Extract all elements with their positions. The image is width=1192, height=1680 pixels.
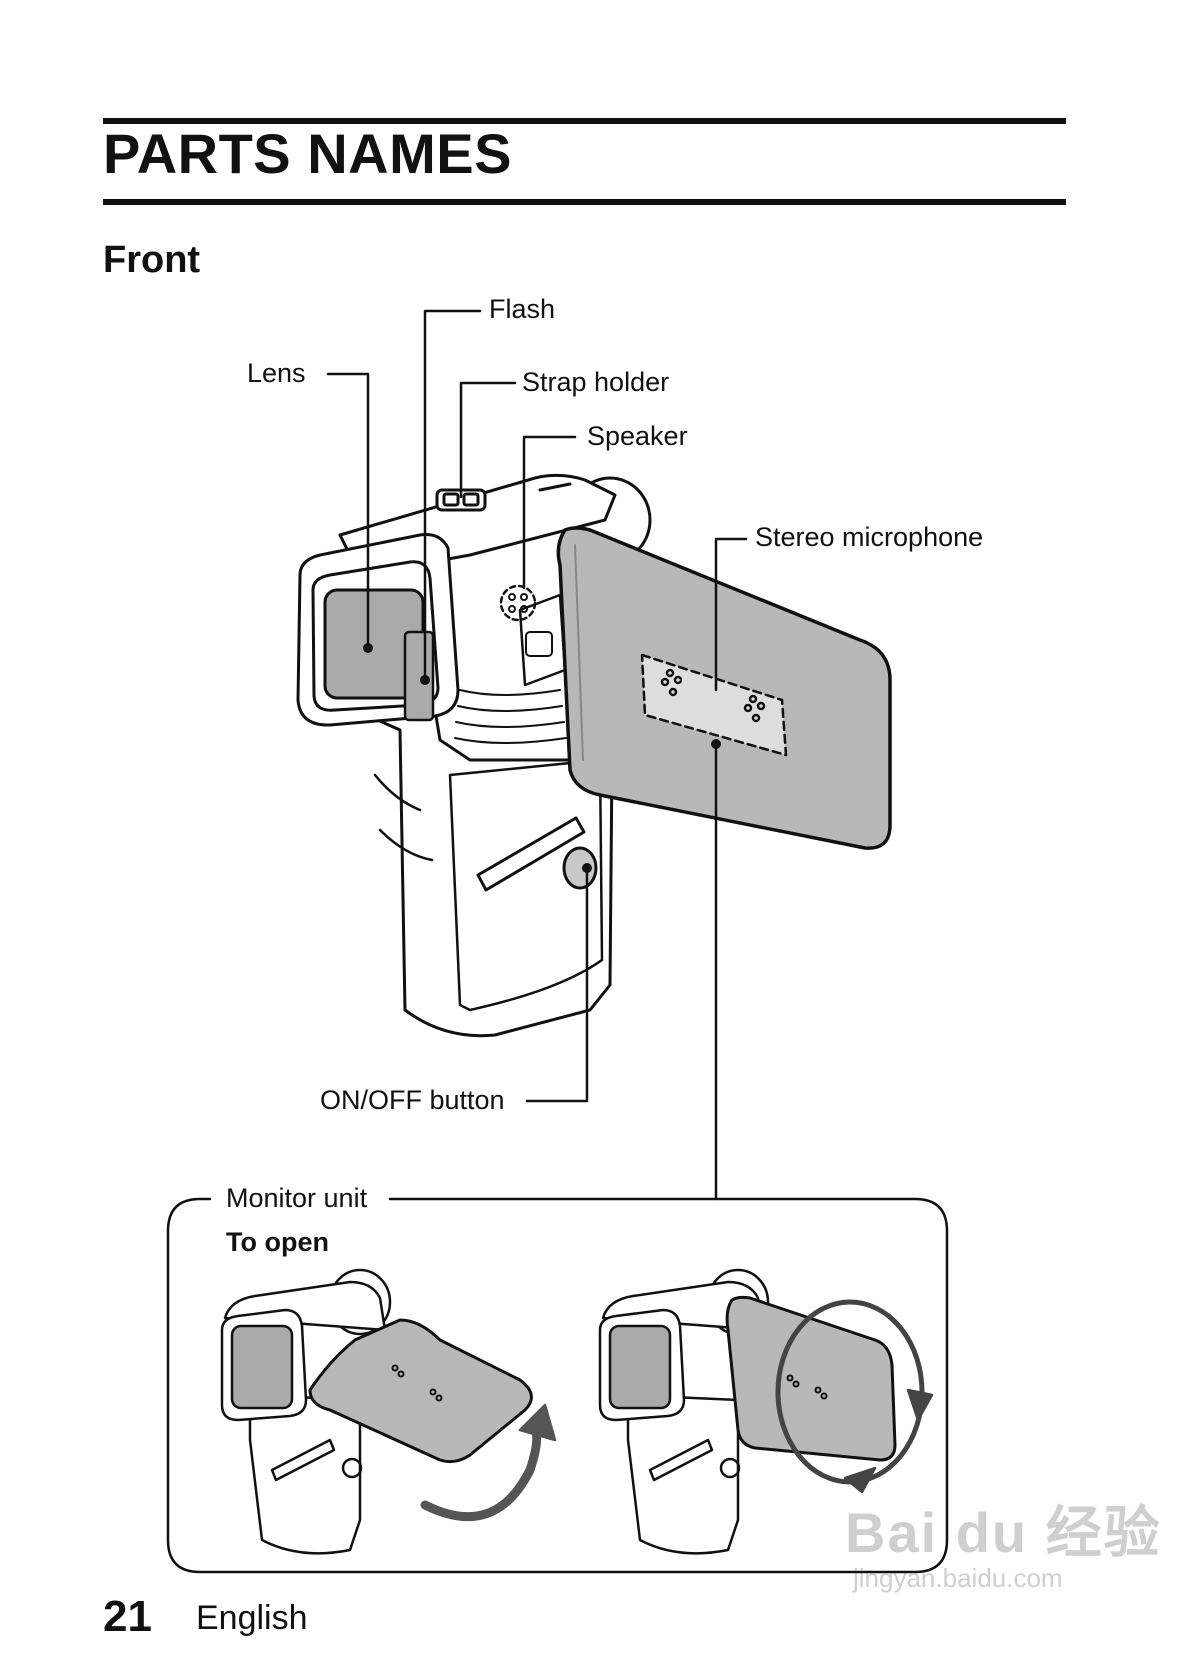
camera-body bbox=[296, 473, 652, 1038]
leader-lines bbox=[326, 309, 748, 1201]
watermark-url: jingyan.baidu.com bbox=[853, 1563, 1063, 1593]
page-title: PARTS NAMES bbox=[103, 122, 512, 185]
top-rule bbox=[103, 118, 1066, 124]
speaker-label: Speaker bbox=[587, 421, 688, 451]
small-camera-opening bbox=[220, 1268, 557, 1555]
section-title: Front bbox=[103, 239, 201, 281]
baidu-watermark: Bai du 经验 jingyan.baidu.com bbox=[845, 1501, 1162, 1593]
page-language: English bbox=[196, 1599, 308, 1637]
small-camera-rotating bbox=[598, 1268, 934, 1555]
page-number: 21 bbox=[103, 1592, 152, 1641]
stereo-microphone-label: Stereo microphone bbox=[755, 522, 984, 552]
monitor-unit-box bbox=[166, 1197, 949, 1574]
to-open-label: To open bbox=[226, 1227, 329, 1257]
on-off-button-label: ON/OFF button bbox=[320, 1085, 505, 1115]
strap-holder-label: Strap holder bbox=[522, 367, 670, 397]
title-underline bbox=[103, 199, 1066, 205]
flash-label: Flash bbox=[489, 294, 556, 324]
lens-label: Lens bbox=[247, 358, 306, 388]
monitor-unit-label: Monitor unit bbox=[226, 1183, 368, 1213]
monitor-panel bbox=[556, 526, 892, 850]
watermark-text: Bai du 经验 bbox=[845, 1501, 1162, 1564]
